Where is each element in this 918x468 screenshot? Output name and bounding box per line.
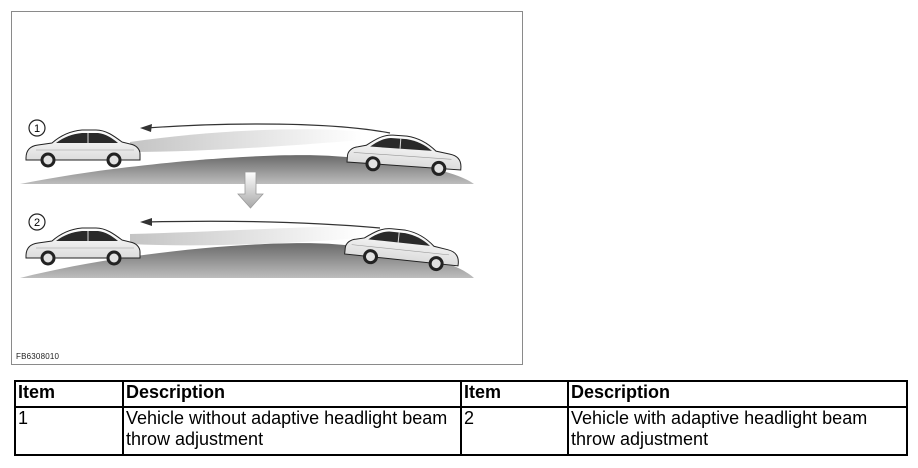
header-item: Item	[14, 380, 124, 408]
table-row: 1 Vehicle without adaptive headlight bea…	[14, 406, 908, 456]
callout-1: 1	[28, 119, 46, 137]
headlight-diagram: 1 2	[20, 119, 474, 278]
header-description: Description	[122, 380, 462, 408]
item-number: 1	[14, 406, 124, 456]
item-description: Vehicle without adaptive headlight beam …	[122, 406, 462, 456]
callout-2-label: 2	[34, 217, 40, 229]
callout-1-label: 1	[34, 123, 40, 135]
callout-2: 2	[28, 213, 46, 231]
header-item: Item	[460, 380, 569, 408]
legend-table: Item Description Item Description 1 Vehi…	[14, 380, 908, 456]
illustration-frame: 1 2 FB6308010	[11, 11, 523, 365]
item-description: Vehicle with adaptive headlight beam thr…	[567, 406, 908, 456]
item-number: 2	[460, 406, 569, 456]
figure-code: FB6308010	[16, 352, 60, 361]
legend-header-row: Item Description Item Description	[14, 380, 908, 408]
header-description: Description	[567, 380, 908, 408]
